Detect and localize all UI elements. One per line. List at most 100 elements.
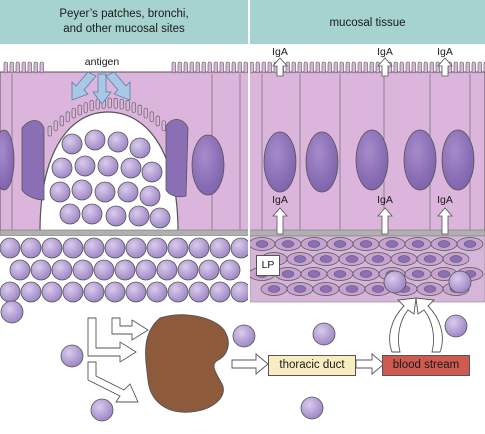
microvillus [47,125,52,137]
plasma-cell-nucleus [281,270,295,278]
lymphocyte [149,207,171,229]
plasma-cell-nucleus [267,285,281,293]
lymphocyte [94,181,116,203]
lamina-propria-label: LP [256,255,280,276]
microvillus [95,98,100,110]
microvillus [89,100,94,111]
microvillus [303,61,308,74]
microvillus [59,115,64,127]
lymphocyte [128,205,150,227]
microvillus [27,61,32,74]
nucleus [263,131,297,193]
lymphocyte [41,281,63,303]
lymphocyte [59,203,81,225]
microvillus [363,61,368,74]
m-cell-nucleus-left [21,120,45,201]
iga-label-low-1: IgA [272,194,288,206]
microvillus [327,61,332,74]
lamina-propria-lymphocytes [0,237,252,303]
plasma-cell-nucleus [359,270,373,278]
lymphocyte [141,161,163,183]
plasma-cell-nucleus [293,255,307,263]
plasma-cell-nucleus [423,255,437,263]
microvillus [423,61,428,74]
lymphocyte [146,237,168,259]
lymphocyte [129,137,151,159]
iga-label-top-3: IgA [437,46,453,58]
iga-label-top-1: IgA [272,46,288,58]
lymphocyte [72,259,94,281]
plasma-cell-nucleus [371,285,385,293]
lymphocyte [51,259,73,281]
nucleus [0,129,15,191]
microvillus [417,61,422,74]
microvillus [249,61,254,74]
lymph-node [145,314,229,413]
dome-lymphocytes [49,129,171,229]
lymphocyte [71,179,93,201]
microvillus [137,104,142,116]
lymphocyte [0,281,21,303]
microvillus [33,61,38,74]
microvillus [107,97,112,109]
microvillus [149,111,154,123]
plasma-cell-nucleus [307,270,321,278]
lymphocyte [107,131,129,153]
lymphocyte [209,237,231,259]
microvillus [65,111,70,123]
right-header: mucosal tissue [329,17,406,29]
lymphocyte [62,281,84,303]
plasma-cell-nucleus [333,240,347,248]
lymphocyte [84,129,106,151]
microvillus [321,61,326,74]
microvillus [119,98,124,110]
lymphocyte [125,281,147,303]
microvillus [113,97,118,109]
thoracic-duct-box: thoracic duct [268,355,356,376]
microvillus [243,61,248,74]
microvillus [399,61,404,74]
lymphocyte [105,205,127,227]
nucleus [355,129,389,191]
plasma-cell-nucleus [359,240,373,248]
nucleus [305,131,339,193]
microvillus [429,61,434,74]
lymphocyte [167,237,189,259]
lymphocyte [177,259,199,281]
microvillus [351,61,356,74]
microvillus [333,61,338,74]
microvillus [213,61,218,74]
microvillus [53,120,58,132]
plasma-cell-nucleus [437,270,451,278]
basement-membrane [0,229,485,237]
microvillus [297,61,302,74]
microvillus [155,115,160,127]
microvillus [261,61,266,74]
nucleus [191,134,225,196]
lymphocyte [0,237,21,259]
lymphocyte [444,314,468,338]
lymphocyte [188,281,210,303]
lymphocyte [0,300,24,324]
microvillus [291,61,296,74]
microvillus [237,61,242,74]
lymphocyte [20,281,42,303]
lymphocyte [62,237,84,259]
left-header-line2: and other mucosal sites [63,23,185,35]
lymphocyte [117,181,139,203]
microvillus [405,61,410,74]
microvillus [21,61,26,74]
lymphocyte [156,259,178,281]
plasma-cell-nucleus [371,255,385,263]
microvillus [309,61,314,74]
lymphocyte [61,133,83,155]
lymphocyte [30,259,52,281]
microvillus [369,61,374,74]
blood-stream-box: blood stream [382,355,470,376]
microvillus [39,61,44,74]
lymphocyte [41,237,63,259]
migration-arrows [87,297,443,403]
microvillus [189,61,194,74]
